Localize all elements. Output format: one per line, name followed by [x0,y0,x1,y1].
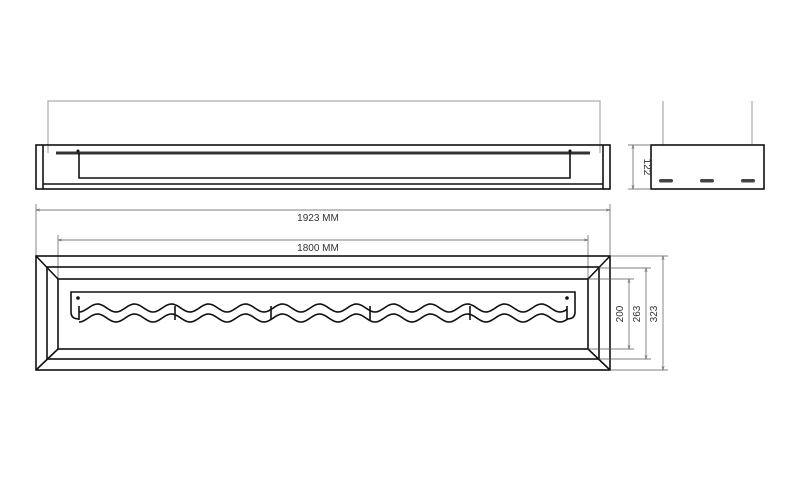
vent-slot [700,179,714,183]
elevation-outer-frame [35,144,611,190]
plate-outline [70,291,576,312]
burner-width-label: 1800 MM [297,243,339,254]
plan-outer-frame [35,255,611,371]
plan-inner-frame [57,278,589,350]
mounting-hole [76,296,80,300]
flame-wave-upper [78,303,568,313]
mounting-hole [565,296,569,300]
burner-plate [70,291,576,323]
height-323-label: 323 [649,305,660,322]
vent-slot [659,179,673,183]
height-200-label: 200 [615,305,626,322]
vent-slot [741,179,755,183]
plan-view [35,255,611,371]
end-view: 122 [628,101,765,190]
width-dimensions: 1923 MM 1800 MM [35,204,611,279]
front-elevation-view [35,100,611,190]
glass-guide-outline [47,100,601,153]
end-view-body [650,144,765,190]
overall-width-label: 1923 MM [297,213,339,224]
burner-body [78,153,571,179]
flame-wave-lower [78,313,568,323]
height-263-label: 263 [632,305,643,322]
height-dimensions: 200 263 323 [588,255,668,371]
depth-dimension-label: 122 [641,159,652,176]
